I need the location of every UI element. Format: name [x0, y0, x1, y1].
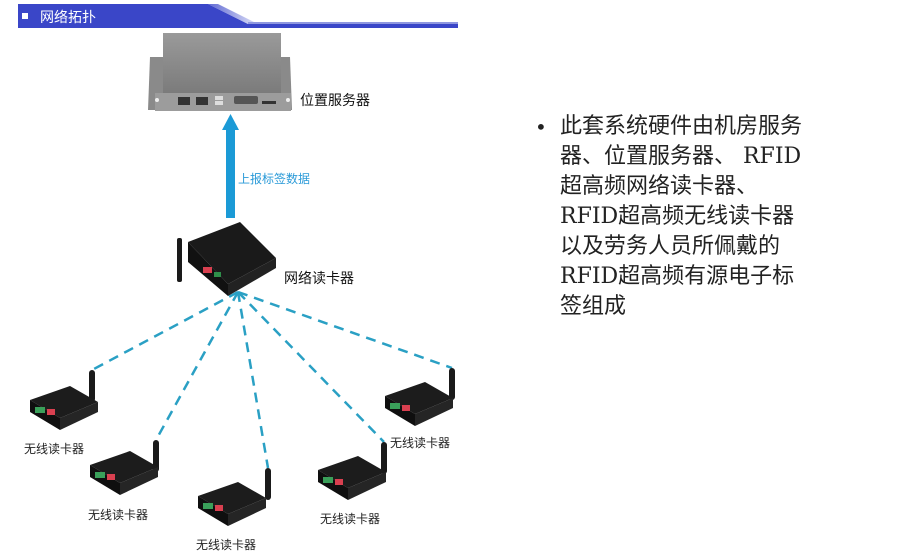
wireless-link-line [237, 291, 385, 443]
network-reader-device [177, 222, 276, 296]
wireless-reader-label: 无线读卡器 [390, 436, 451, 450]
wireless-link-line [91, 290, 239, 372]
description-line: 以及劳务人员所佩戴的 [560, 234, 781, 259]
upload-arrow-icon [222, 114, 239, 218]
wireless-link-line [154, 291, 240, 441]
banner-shape [18, 4, 458, 28]
wireless-reader-device [385, 368, 455, 426]
location-server-device [148, 33, 292, 111]
wireless-reader-device [318, 442, 387, 500]
description-line: RFID超高频有源电子标 [560, 264, 795, 289]
description-line: 器、位置服务器、 RFID [560, 144, 802, 169]
topology-diagram [30, 33, 455, 526]
description-line: RFID超高频无线读卡器 [560, 204, 795, 229]
wireless-link-line [236, 291, 270, 469]
wireless-reader-label: 无线读卡器 [24, 442, 85, 456]
description-bullet: • 此套系统硬件由机房服务 器、位置服务器、 RFID 超高频网络读卡器、 RF… [535, 112, 865, 322]
wireless-reader-device [90, 440, 159, 495]
section-title: 网络拓扑 [40, 10, 96, 26]
upload-arrow-label: 上报标签数据 [238, 172, 311, 186]
description-line: 此套系统硬件由机房服务 [560, 114, 803, 139]
wireless-reader-device [198, 468, 271, 526]
wireless-reader-label: 无线读卡器 [88, 508, 149, 522]
section-header-banner: 网络拓扑 [18, 4, 458, 28]
wireless-links [91, 290, 453, 469]
wireless-reader-label: 无线读卡器 [320, 512, 381, 526]
network-reader-label: 网络读卡器 [284, 271, 354, 287]
description-text: 此套系统硬件由机房服务 器、位置服务器、 RFID 超高频网络读卡器、 RFID… [560, 112, 865, 322]
bullet-square-icon [22, 13, 28, 19]
description-line: 签组成 [560, 294, 627, 319]
location-server-label: 位置服务器 [300, 93, 370, 109]
bullet-dot-icon: • [535, 115, 547, 139]
wireless-reader-device [30, 370, 98, 430]
wireless-reader-label: 无线读卡器 [196, 538, 257, 552]
description-line: 超高频网络读卡器、 [560, 174, 759, 199]
wireless-link-line [237, 290, 453, 370]
